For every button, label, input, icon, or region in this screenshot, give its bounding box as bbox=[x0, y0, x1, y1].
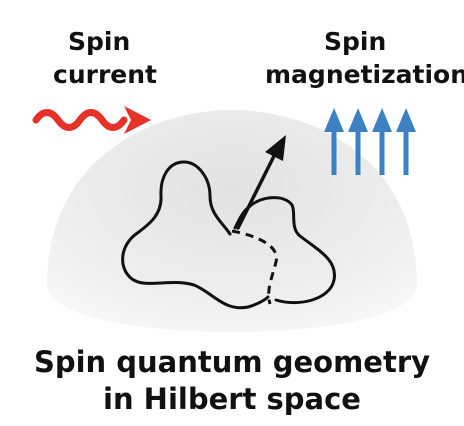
spin-magnetization-label-line2: magnetization bbox=[265, 60, 464, 89]
quantum-geometry-loop bbox=[121, 160, 270, 310]
spin-magnetization-label-line1: Spin bbox=[324, 27, 387, 56]
dashed-path bbox=[231, 229, 278, 305]
caption-line1: Spin quantum geometry bbox=[33, 345, 431, 379]
up-arrow-icon bbox=[324, 108, 344, 175]
spin-current-label-line1: Spin bbox=[68, 27, 131, 56]
up-arrow-icon bbox=[348, 108, 368, 175]
diagonal-arrow-icon bbox=[236, 135, 286, 230]
caption-line2: in Hilbert space bbox=[103, 382, 361, 416]
spin-current-label-line2: current bbox=[53, 60, 157, 89]
hilbert-space-dome bbox=[47, 110, 417, 332]
up-arrow-icon bbox=[396, 108, 416, 175]
wavy-arrow-icon bbox=[32, 106, 151, 134]
up-arrow-icon bbox=[372, 108, 392, 175]
magnetization-arrows bbox=[324, 108, 416, 175]
